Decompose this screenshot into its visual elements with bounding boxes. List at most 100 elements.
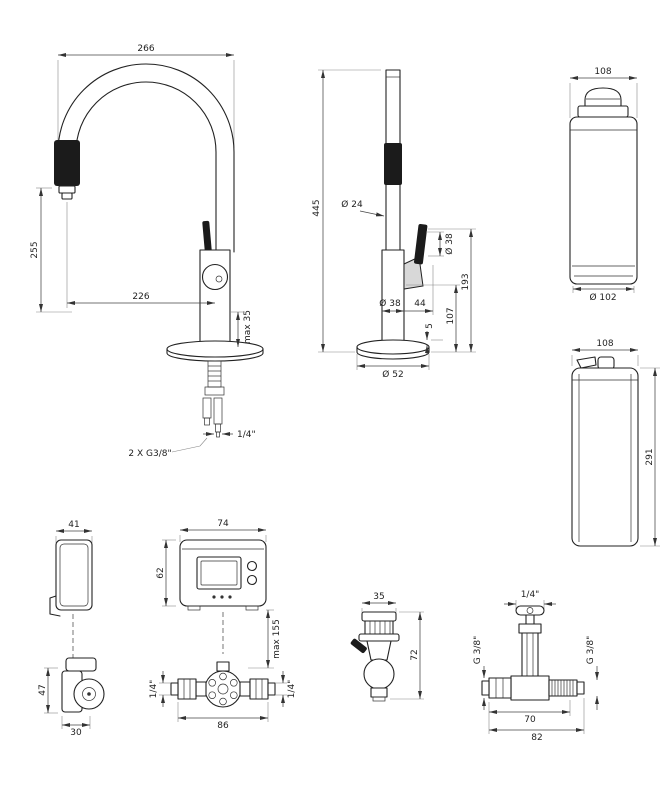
dim-tank-height: 291 (645, 448, 655, 465)
dim-spout-height: 255 (30, 241, 40, 258)
boiler-body (569, 116, 638, 285)
dim-spout-diameter: Ø 24 (341, 199, 363, 210)
handle-mount (403, 256, 424, 290)
dim-lever-diameter: Ø 38 (444, 233, 455, 255)
faucet-side-view: 445 Ø 24 Ø 38 193 107 Ø 38 (312, 69, 476, 380)
tee-valve-view: 1/4" G 3/8" G 3/8" (473, 590, 599, 743)
valve-neck (366, 640, 392, 661)
dim-lever-offset: 44 (414, 299, 426, 309)
dim-tank-width: 108 (596, 339, 613, 349)
pump-inner-ring (82, 687, 96, 701)
dim-body-height: 107 (446, 307, 456, 324)
tee-left-tip (481, 680, 490, 696)
pump-top-plate (65, 657, 97, 672)
manifold-bolt (219, 697, 227, 706)
joint-detail (215, 275, 223, 283)
bracket-body (55, 539, 93, 611)
box-foot (245, 605, 259, 611)
dim-valve-height: 72 (410, 649, 420, 660)
manifold-bolt (208, 679, 216, 687)
dim-box-width: 74 (217, 519, 229, 529)
dim-total-length: 82 (531, 733, 542, 743)
valve-cap (361, 611, 397, 622)
valve-flange (358, 633, 400, 642)
dim-connection: 2 X G3/8" (128, 449, 171, 459)
control-box-view: 74 62 max 155 (149, 519, 297, 731)
indicator-dot (212, 595, 216, 599)
spout-inner-curve (75, 81, 217, 251)
manifold-bolt (219, 672, 227, 681)
spray-head (54, 140, 80, 186)
faucet-front-view: 266 255 (30, 44, 264, 459)
manifold-bolt (230, 679, 238, 687)
valve-knurl (364, 620, 394, 635)
bracket-clip (49, 595, 61, 617)
boiler-front-view: 108 Ø 102 (569, 67, 638, 303)
leader-line (171, 437, 208, 453)
dim-reach: 226 (132, 292, 149, 302)
tap-column (521, 632, 539, 677)
tap-stem (525, 614, 535, 625)
dim-body-length: 70 (524, 715, 536, 725)
manifold-right-port (267, 682, 276, 696)
tap-bonnet (518, 623, 542, 634)
indicator-dot (220, 595, 224, 599)
dim-right-thread: G 3/8" (586, 636, 596, 664)
tank-clip-lever (576, 356, 597, 369)
manifold-left-port (170, 682, 179, 696)
dim-deck-max: max 35 (243, 310, 253, 344)
manifold-left-hex (177, 678, 197, 700)
screen-inner-frame (200, 560, 238, 586)
tank-body (571, 367, 639, 547)
dim-left-port: 1/4" (149, 680, 159, 699)
dim-hose-max: max 155 (272, 619, 282, 659)
dim-valve-width: 35 (373, 592, 384, 602)
under-deck-fittings (202, 360, 225, 438)
valve-ball-body (363, 658, 395, 690)
display-screen (196, 556, 242, 590)
bracket-inner-line (59, 543, 89, 607)
faucet-body (381, 249, 405, 346)
tee-right-tip (576, 681, 585, 695)
leader-arrow (359, 210, 385, 217)
dim-bracket-depth: 30 (70, 728, 82, 738)
dim-boiler-width: 108 (594, 67, 611, 77)
manifold-left-neck (195, 681, 207, 697)
manifold-right-neck (239, 681, 251, 697)
manifold-center (217, 683, 229, 695)
manifold-right-hex (249, 678, 269, 700)
tee-left-hex (488, 677, 512, 699)
boiler-side-view: 108 291 (571, 339, 660, 547)
manifold-bolt (208, 691, 216, 699)
dim-pump-height: 47 (38, 684, 48, 695)
pump-center-dot (87, 692, 91, 696)
deck-base-side (356, 346, 430, 360)
dim-right-port: 1/4" (287, 680, 297, 699)
boiler-collar (577, 105, 629, 118)
dim-spout-width: 266 (137, 44, 154, 54)
control-button-top (246, 560, 258, 572)
handle-lever (414, 224, 428, 265)
filter-bracket-view: 41 47 30 (38, 520, 105, 738)
tee-center-block (510, 675, 550, 701)
spray-nozzle (61, 192, 73, 200)
valve-bottom-port (370, 687, 388, 698)
tap-handle-hub (526, 607, 534, 614)
dim-hose-size: 1/4" (237, 430, 256, 440)
spout-outer-curve (57, 63, 235, 253)
joint-cap (201, 263, 229, 291)
dim-box-height: 62 (156, 567, 166, 578)
manifold-bolt (230, 691, 238, 699)
manifold-top-port (216, 661, 230, 672)
indicator-dot (228, 595, 232, 599)
dim-base-height: 5 (425, 323, 435, 329)
dim-lever-height: 193 (461, 273, 471, 290)
shutoff-valve-view: 35 72 (350, 592, 424, 702)
manifold-body (204, 670, 242, 708)
boiler-dome-cap (584, 87, 622, 107)
deck-base-top (356, 339, 430, 355)
spray-grip (384, 143, 402, 185)
valve-lever (350, 638, 367, 654)
